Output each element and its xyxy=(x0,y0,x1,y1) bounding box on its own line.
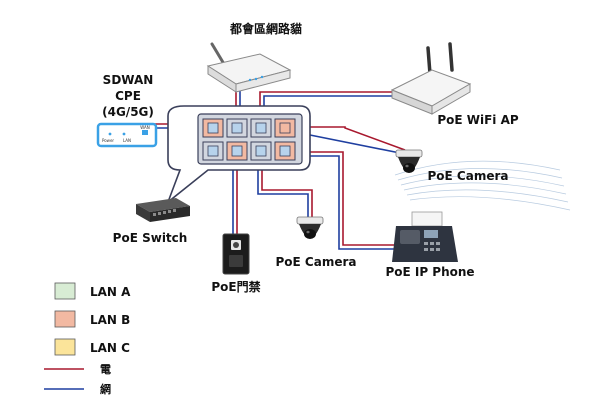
port-2-socket xyxy=(231,122,243,134)
legend-item-lan-a: LAN A xyxy=(54,282,131,300)
wifi-ap-icon xyxy=(390,42,472,115)
cable-camera-mid-power xyxy=(261,160,313,217)
legend-swatch-lan-c xyxy=(54,338,76,356)
sdwan-cpe-highlight xyxy=(96,122,158,148)
port-7-socket xyxy=(255,145,267,157)
door-access-icon xyxy=(222,233,250,275)
poe-switch-icon xyxy=(136,198,190,222)
camera-right-label: PoE Camera xyxy=(428,169,509,183)
port-6-socket xyxy=(231,145,243,157)
cpe-wan-label: WAN xyxy=(140,125,149,130)
switch-panel xyxy=(166,105,311,205)
legend-item-lan-b: LAN B xyxy=(54,310,130,328)
legend-item-network: 網 xyxy=(44,382,111,396)
sdwan-cpe-device: Power LAN WAN xyxy=(96,122,158,148)
legend-swatch-lan-b xyxy=(54,310,76,328)
port-8-socket xyxy=(279,145,291,157)
cable-camera-right-power xyxy=(290,126,406,151)
legend: LAN A LAN B LAN C 電 網 xyxy=(44,282,131,396)
poe-switch-label: PoE Switch xyxy=(113,231,188,245)
door-access-label: PoE門禁 xyxy=(211,279,260,294)
ip-phone-icon xyxy=(392,211,458,262)
sdwan-label-line3: (4G/5G) xyxy=(102,105,154,119)
camera-mid-label: PoE Camera xyxy=(276,255,357,269)
camera-mid-icon xyxy=(296,216,324,239)
legend-label-lan-c: LAN C xyxy=(90,341,130,355)
port-5-socket xyxy=(207,145,219,157)
legend-label-lan-a: LAN A xyxy=(90,285,131,299)
camera-right-icon xyxy=(395,149,423,173)
cable-ip-phone-net xyxy=(290,155,398,250)
port-4-socket xyxy=(279,122,291,134)
cable-camera-mid-net xyxy=(257,160,309,217)
modem-router-icon xyxy=(206,42,292,93)
legend-label-network: 網 xyxy=(100,382,111,396)
legend-swatch-lan-a xyxy=(54,282,76,300)
wifi-ap-label: PoE WiFi AP xyxy=(437,113,519,127)
legend-label-power: 電 xyxy=(100,363,111,376)
legend-label-lan-b: LAN B xyxy=(90,313,130,327)
cpe-lan-label: LAN xyxy=(123,138,131,143)
port-1-socket xyxy=(207,122,219,134)
legend-item-lan-c: LAN C xyxy=(54,338,130,356)
cable-ip-phone-power xyxy=(290,151,398,246)
legend-item-power: 電 xyxy=(44,363,111,376)
cpe-power-label: Power xyxy=(102,138,114,143)
ip-phone-label: PoE IP Phone xyxy=(385,265,474,279)
modem-label: 都會區網路貓 xyxy=(229,21,302,36)
sdwan-label-line2: CPE xyxy=(115,89,141,103)
swoosh-decoration xyxy=(394,160,571,211)
port-3-socket xyxy=(255,122,267,134)
sdwan-label-line1: SDWAN xyxy=(103,73,154,87)
